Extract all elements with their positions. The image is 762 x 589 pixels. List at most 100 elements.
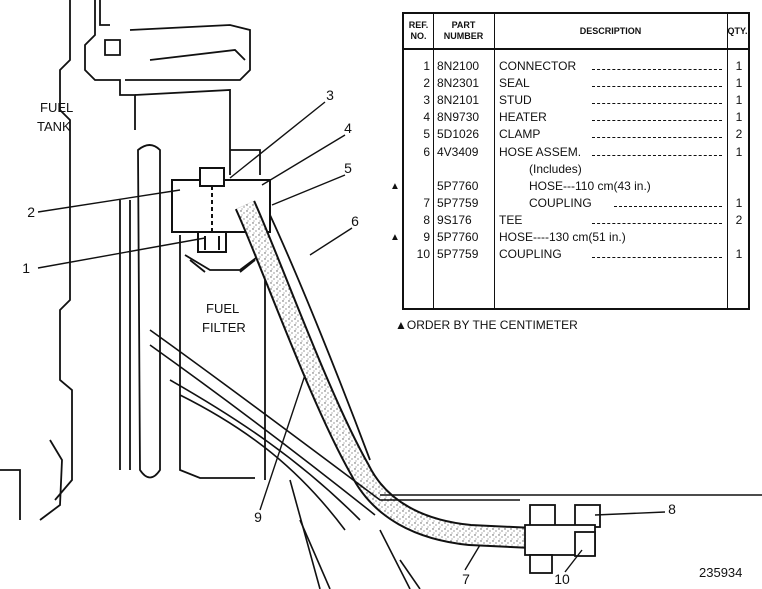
header-ref: REF. NO. <box>404 14 433 50</box>
dash-leader <box>592 257 722 259</box>
header-part: PART NUMBER <box>433 14 494 50</box>
cell-desc: HOSE ASSEM. <box>499 144 582 159</box>
cell-part: 8N2100 <box>437 59 480 73</box>
cell-qty: 1 <box>735 195 743 210</box>
dash-leader <box>592 103 722 105</box>
cell-ref: 3 <box>423 93 430 108</box>
cell-desc: SEAL <box>499 76 530 91</box>
dash-leader <box>592 120 722 122</box>
engine-block <box>0 0 136 521</box>
fuel-filter-label-line1: FUEL <box>206 301 239 316</box>
fuel-lines <box>149 329 762 589</box>
dash-leader <box>592 154 722 156</box>
cell-qty: 1 <box>735 144 743 159</box>
fuel-tank <box>119 24 261 479</box>
drawing-number: 235934 <box>699 565 743 580</box>
cell-desc: CLAMP <box>499 127 541 142</box>
table-row: 7 5P7759 COUPLING 1 <box>404 195 748 212</box>
cell-part: 5P7759 <box>437 247 479 262</box>
callout-5: 5 <box>344 160 352 176</box>
cell-qty: 1 <box>735 93 743 108</box>
cell-ref: 8 <box>423 212 430 227</box>
leader-lines <box>37 101 666 573</box>
cell-desc: COUPLING <box>529 195 592 210</box>
cell-ref: 10 <box>416 247 430 262</box>
table-row: (Includes) <box>404 161 748 178</box>
cell-part: 5P7759 <box>437 195 479 210</box>
table-row: 4 8N9730 HEATER 1 <box>404 109 748 126</box>
cell-qty: 1 <box>735 59 743 73</box>
header-ref-line1: REF. <box>408 20 429 30</box>
cell-ref: 9 <box>423 230 430 244</box>
dash-leader <box>592 69 722 70</box>
table-row: 6 4V3409 HOSE ASSEM. 1 <box>404 144 748 161</box>
table-row: 8 9S176 TEE 2 <box>404 212 748 229</box>
cell-ref: 4 <box>423 110 430 125</box>
callout-6: 6 <box>351 213 359 229</box>
cell-qty: 1 <box>735 76 743 91</box>
cell-ref: 1 <box>423 59 430 73</box>
cell-part: 8N9730 <box>437 110 480 125</box>
cell-desc: COUPLING <box>499 247 562 262</box>
callout-numbers: 1 2 3 4 5 6 7 8 9 10 <box>22 87 676 587</box>
cell-desc: STUD <box>499 93 532 108</box>
dash-leader <box>614 205 722 207</box>
hose-6 <box>269 214 371 461</box>
fuel-filter-label-line2: FILTER <box>202 320 246 335</box>
callout-1: 1 <box>22 260 30 276</box>
cell-qty: 1 <box>735 247 743 262</box>
cell-part: 8N2301 <box>437 76 480 91</box>
table-row: ▲ 9 5P7760 HOSE----130 cm(51 in.) <box>390 229 748 246</box>
cell-desc: HOSE---110 cm(43 in.) <box>529 178 651 193</box>
cell-part: 9S176 <box>437 212 472 227</box>
fuel-filter <box>179 235 266 480</box>
cell-desc: TEE <box>499 212 523 227</box>
cell-ref: 7 <box>423 195 430 210</box>
cell-part: 4V3409 <box>437 144 479 159</box>
callout-2: 2 <box>27 204 35 220</box>
fuel-tank-label-line1: FUEL <box>40 100 73 115</box>
table-row: 5 5D1026 CLAMP 2 <box>404 126 748 143</box>
callout-7: 7 <box>462 571 470 587</box>
cell-desc: CONNECTOR <box>499 59 577 73</box>
cell-qty: 2 <box>735 212 743 227</box>
cell-qty: 1 <box>735 110 743 125</box>
cell-desc: HOSE----130 cm(51 in.) <box>499 230 626 244</box>
header-description: DESCRIPTION <box>494 14 727 50</box>
cell-desc: HEATER <box>499 110 547 125</box>
header-part-line2: NUMBER <box>443 31 484 41</box>
cell-ref: 6 <box>423 144 430 159</box>
table-row: 1 8N2100 CONNECTOR 1 <box>404 58 748 75</box>
callout-3: 3 <box>326 87 334 103</box>
cell-mark: ▲ <box>390 180 400 192</box>
hose-9 <box>234 200 576 551</box>
cell-desc: (Includes) <box>529 161 582 176</box>
fuel-tank-label-line2: TANK <box>37 119 71 134</box>
tee-fittings <box>524 504 601 574</box>
cell-qty: 2 <box>735 127 743 142</box>
cell-ref: 5 <box>423 127 430 142</box>
cell-ref: 2 <box>423 76 430 91</box>
dash-leader <box>592 86 722 88</box>
cell-mark: ▲ <box>390 232 400 243</box>
callout-4: 4 <box>344 120 352 136</box>
cell-part: 5D1026 <box>437 127 480 142</box>
cell-part: 8N2101 <box>437 93 480 108</box>
component-labels: FUEL TANK FUEL FILTER <box>37 100 246 335</box>
header-ref-line2: NO. <box>410 31 427 41</box>
table-row: 10 5P7759 COUPLING 1 <box>404 246 748 263</box>
callout-9: 9 <box>254 509 262 525</box>
header-qty: QTY. <box>727 14 748 50</box>
dash-leader <box>592 137 722 139</box>
table-row: 2 8N2301 SEAL 1 <box>404 75 748 92</box>
cell-part: 5P7760 <box>437 230 479 244</box>
dash-leader <box>592 222 722 224</box>
order-note: ▲ORDER BY THE CENTIMETER <box>395 318 578 332</box>
table-row: 3 8N2101 STUD 1 <box>404 92 748 109</box>
callout-8: 8 <box>668 501 676 517</box>
callout-10: 10 <box>554 571 570 587</box>
header-part-line1: PART <box>451 20 476 30</box>
